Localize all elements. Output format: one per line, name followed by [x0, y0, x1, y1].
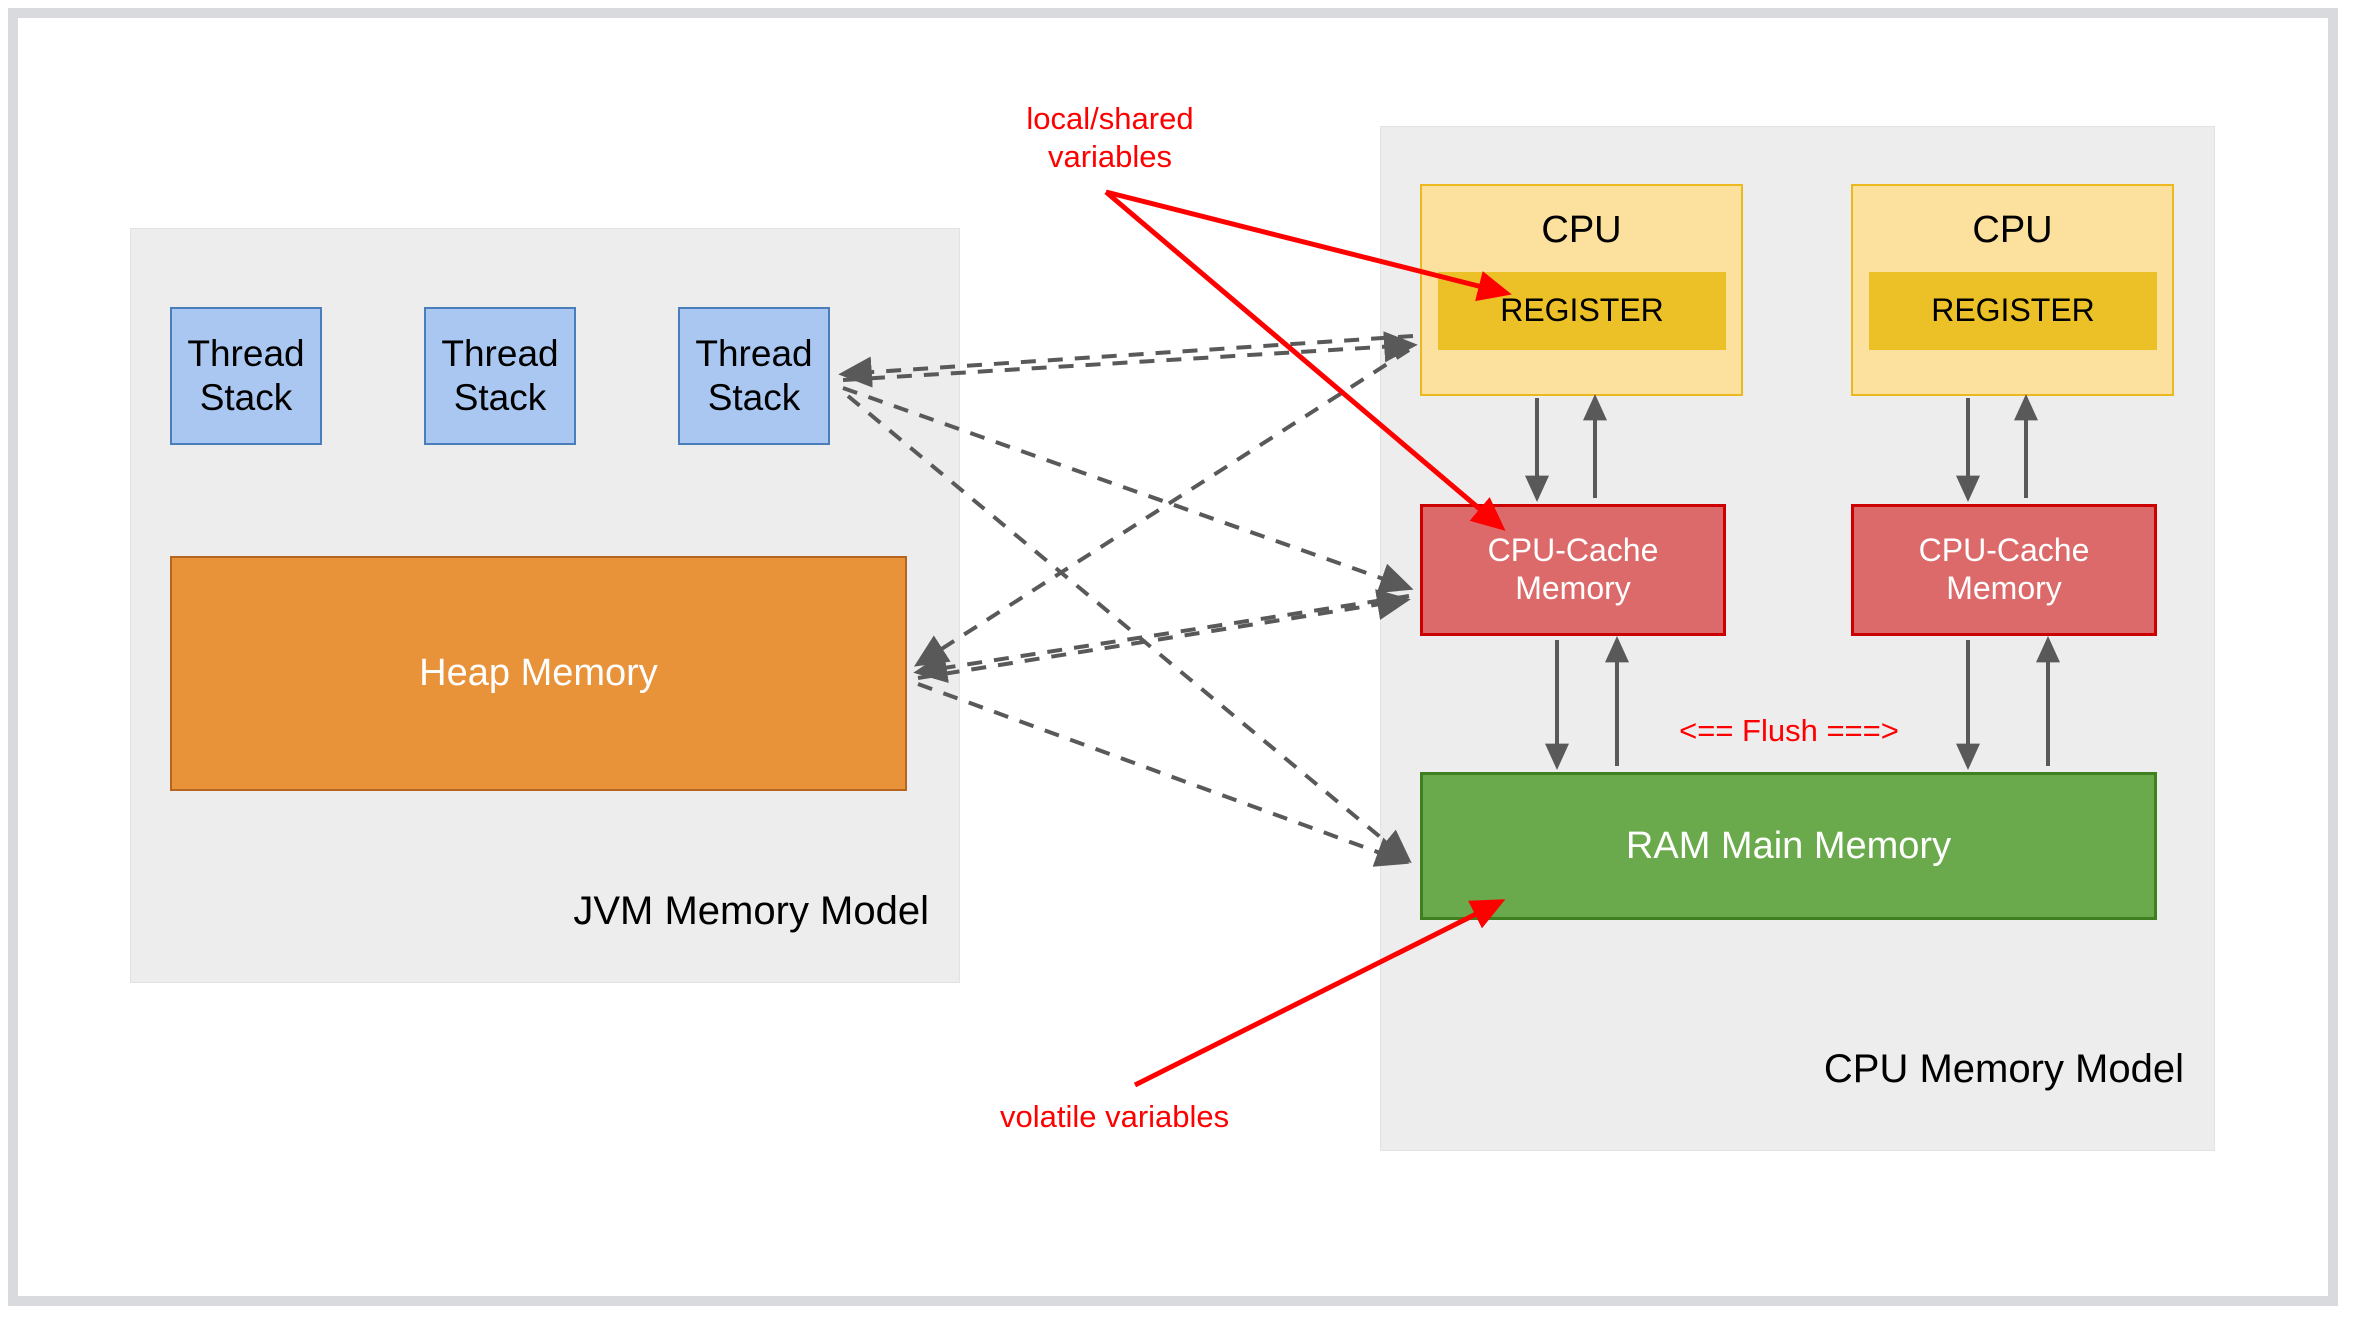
annotation-volatile-variables: volatile variables [1000, 1099, 1230, 1134]
cpu-cache-label-1: CPU-Cache Memory [1487, 532, 1659, 606]
register-label-2: REGISTER [1931, 292, 2095, 329]
cpu-cache-memory-box-2[interactable]: CPU-Cache Memory [1851, 504, 2157, 636]
thread-stack-label-1: Thread Stack [187, 333, 305, 418]
cpu-cache-memory-box-1[interactable]: CPU-Cache Memory [1420, 504, 1726, 636]
ram-main-memory-label: RAM Main Memory [1625, 824, 1952, 867]
cpu-panel-label: CPU Memory Model [1823, 1047, 2184, 1091]
thread-stack-box-3[interactable]: Thread Stack [678, 307, 830, 445]
cpu-title-2: CPU [1972, 209, 2053, 251]
cpu-box-1[interactable]: CPU REGISTER [1420, 184, 1743, 396]
heap-memory-box[interactable]: Heap Memory [170, 556, 907, 791]
flush-label: <== Flush ===> [1679, 713, 1899, 748]
cpu-title-1: CPU [1541, 209, 1622, 251]
register-box-2[interactable]: REGISTER [1869, 272, 2157, 350]
ram-main-memory-box[interactable]: RAM Main Memory [1420, 772, 2157, 920]
thread-stack-label-3: Thread Stack [695, 333, 813, 418]
annotation-local-shared-variables: local/shared variables [1026, 101, 1194, 174]
register-box-1[interactable]: REGISTER [1438, 272, 1726, 350]
register-label-1: REGISTER [1500, 292, 1664, 329]
cpu-box-2[interactable]: CPU REGISTER [1851, 184, 2174, 396]
thread-stack-box-2[interactable]: Thread Stack [424, 307, 576, 445]
thread-stack-box-1[interactable]: Thread Stack [170, 307, 322, 445]
jvm-panel-label: JVM Memory Model [573, 889, 929, 933]
thread-stack-label-2: Thread Stack [441, 333, 559, 418]
heap-memory-label: Heap Memory [419, 652, 658, 695]
cpu-cache-label-2: CPU-Cache Memory [1918, 532, 2090, 606]
